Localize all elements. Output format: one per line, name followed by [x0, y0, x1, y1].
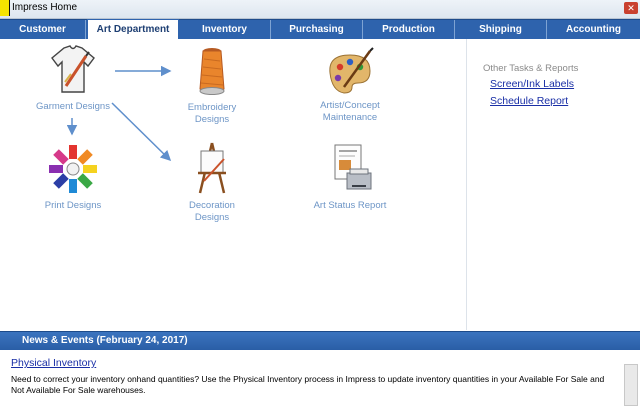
easel-icon [198, 142, 226, 194]
embroidery-label-line1: Embroidery [187, 102, 237, 113]
decoration-designs-node[interactable]: Decoration Designs [172, 141, 252, 224]
physical-inventory-link[interactable]: Physical Inventory [11, 357, 97, 369]
tab-shipping[interactable]: Shipping [455, 20, 547, 39]
panel-divider [466, 39, 467, 330]
paint-palette-icon [329, 47, 374, 94]
printer-report-icon [334, 144, 372, 190]
news-scrollbar[interactable] [624, 364, 638, 406]
other-tasks-heading: Other Tasks & Reports [483, 63, 579, 74]
news-body: Need to correct your inventory onhand qu… [11, 374, 605, 395]
app-icon [0, 0, 10, 16]
garment-designs-label: Garment Designs [36, 101, 110, 112]
tab-purchasing[interactable]: Purchasing [271, 20, 363, 39]
flow-arrows [66, 65, 172, 162]
thread-spool-icon [199, 48, 225, 95]
schedule-report-link[interactable]: Schedule Report [490, 95, 569, 107]
embroidery-label-line2: Designs [194, 114, 230, 125]
color-wheel-icon [49, 145, 97, 193]
news-heading: News & Events (February 24, 2017) [22, 335, 188, 346]
garment-designs-node[interactable]: Garment Designs [28, 44, 118, 113]
news-panel: Physical Inventory Need to correct your … [0, 350, 640, 406]
tab-art-department[interactable]: Art Department [87, 19, 179, 40]
artist-label-line1: Artist/Concept [320, 100, 380, 111]
close-icon[interactable]: ✕ [624, 2, 638, 14]
art-department-panel: Garment Designs Embroidery Designs Artis… [0, 39, 640, 330]
embroidery-designs-node[interactable]: Embroidery Designs [172, 45, 252, 126]
window-title: Impress Home [12, 2, 78, 13]
news-events-header: News & Events (February 24, 2017) [0, 331, 640, 350]
tab-bar: Customer Service Art Department Inventor… [0, 19, 640, 54]
art-status-report-label: Art Status Report [313, 200, 387, 211]
artist-label-line2: Maintenance [322, 112, 378, 123]
tshirt-icon [51, 45, 95, 93]
window-titlebar: Impress Home ✕ [0, 0, 640, 19]
tab-accounting[interactable]: Accounting [566, 24, 621, 35]
screen-ink-labels-link[interactable]: Screen/Ink Labels [490, 78, 575, 90]
decoration-label-line1: Decoration [189, 200, 235, 211]
tab-inventory[interactable]: Inventory [179, 20, 271, 39]
artist-concept-maintenance-node[interactable]: Artist/Concept Maintenance [305, 47, 395, 124]
print-designs-label: Print Designs [44, 200, 102, 211]
decoration-label-line2: Designs [194, 212, 230, 223]
tab-production[interactable]: Production [363, 20, 455, 39]
art-status-report-node[interactable]: Art Status Report [305, 143, 395, 212]
tab-customer-service[interactable]: Customer Service [0, 20, 86, 54]
print-designs-node[interactable]: Print Designs [28, 143, 118, 212]
arrow-garment-to-decoration [111, 102, 172, 162]
